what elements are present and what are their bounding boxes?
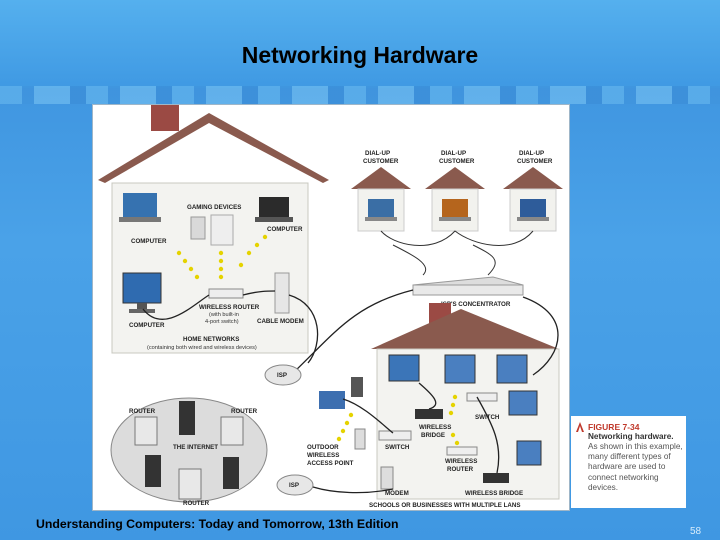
modem: [380, 466, 394, 490]
dialup-laptop-3: [520, 199, 546, 217]
server-top: [179, 401, 195, 435]
router-label-c: ROUTER: [183, 500, 210, 507]
outdoor-access-point: [354, 428, 366, 450]
network-diagram: DIAL-UP CUSTOMER DIAL-UP CUSTOMER DIAL-U…: [98, 105, 563, 509]
home-roof: [98, 113, 329, 183]
gaming-device-2: [210, 214, 234, 246]
wireless-bridge-label-b: WIRELESS BRIDGE: [465, 490, 523, 497]
phone-line-to-concentrator: [392, 244, 496, 276]
network-diagram-figure: DIAL-UP CUSTOMER DIAL-UP CUSTOMER DIAL-U…: [92, 104, 570, 511]
slide-title: Networking Hardware: [241, 42, 479, 68]
figure-title: Networking hardware.: [588, 432, 674, 441]
cable-concentrator-isp: [292, 289, 414, 374]
wireless-router-label-b2: ROUTER: [447, 466, 474, 473]
dialup-house-3: [503, 167, 563, 232]
cable-modem: [274, 272, 290, 314]
wireless-bridge-a: [415, 409, 443, 419]
dialup-laptop-2: [442, 199, 468, 217]
isp-bubble-b: [276, 474, 314, 496]
figure-caption: FIGURE 7-34 Networking hardware. As show…: [571, 416, 686, 508]
dialup-laptop-1: [368, 199, 394, 217]
server-right: [223, 457, 239, 489]
pda: [351, 377, 363, 397]
isp-label-b: ISP: [289, 482, 299, 489]
dialup-label-3b: CUSTOMER: [517, 158, 553, 165]
cable-modem-label: CABLE MODEM: [257, 318, 304, 325]
wireless-signal-school: [448, 394, 460, 446]
outdoor-ap-label-b: WIRELESS: [307, 452, 339, 459]
isp-bubble-a: [264, 364, 302, 386]
caption-marker-icon: [576, 422, 584, 432]
wireless-router-note-a: (with built-in: [209, 312, 239, 318]
school-monitor-2: [444, 354, 476, 384]
switch-label-a: SWITCH: [385, 444, 410, 451]
dialup-label-1b: CUSTOMER: [363, 158, 399, 165]
home-laptop-2: [255, 197, 293, 222]
isp-concentrator-label: ISP'S CONCENTRATOR: [441, 301, 511, 308]
switch-b: [466, 392, 498, 402]
outdoor-laptop: [319, 391, 345, 409]
isp-label-a: ISP: [277, 372, 287, 379]
school-roof: [371, 309, 559, 349]
computer-label-b: COMPUTER: [129, 322, 165, 329]
home-chimney: [151, 105, 179, 131]
router-b: [220, 416, 244, 446]
home-networks-label: HOME NETWORKS: [183, 336, 239, 343]
gaming-device-1: [190, 216, 206, 240]
router-a: [134, 416, 158, 446]
dialup-house-1: [351, 167, 411, 232]
computer-label-c: COMPUTER: [267, 226, 303, 233]
figure-text: As shown in this example, many different…: [588, 442, 683, 492]
modem-label: MODEM: [385, 490, 409, 497]
wireless-router-label-b1: WIRELESS: [445, 458, 477, 465]
the-internet-label: THE INTERNET: [173, 444, 218, 451]
home-desktop-monitor: [122, 272, 162, 313]
home-networks-note: (containing both wired and wireless devi…: [147, 345, 257, 351]
school-monitor-3: [496, 354, 528, 384]
school-monitor-1: [388, 354, 420, 382]
slide-footer: Understanding Computers: Today and Tomor…: [36, 517, 399, 531]
router-c: [178, 468, 202, 500]
wireless-signal-outdoor: [336, 412, 354, 442]
school-monitor-4: [508, 390, 538, 416]
switch-a: [378, 430, 412, 441]
cable-home: [142, 290, 319, 364]
dialup-label-2a: DIAL-UP: [441, 150, 466, 157]
title-band: [0, 0, 720, 88]
wireless-bridge-b: [483, 473, 509, 483]
router-label-b: ROUTER: [231, 408, 258, 415]
gaming-devices-label: GAMING DEVICES: [187, 204, 241, 211]
schools-label: SCHOOLS OR BUSINESSES WITH MULTIPLE LANS: [369, 502, 520, 509]
decorative-stripe: [0, 86, 720, 104]
router-label-a: ROUTER: [129, 408, 156, 415]
wireless-signal-home: [176, 234, 268, 280]
figure-number: FIGURE 7-34: [588, 422, 640, 432]
school-monitor-5: [516, 440, 542, 466]
isp-concentrator: [412, 276, 524, 296]
dialup-label-1a: DIAL-UP: [365, 150, 390, 157]
phone-line: [380, 230, 534, 246]
dialup-label-3a: DIAL-UP: [519, 150, 544, 157]
dialup-label-2b: CUSTOMER: [439, 158, 475, 165]
outdoor-ap-label-a: OUTDOOR: [307, 444, 339, 451]
computer-label-a: COMPUTER: [131, 238, 167, 245]
outdoor-ap-label-c: ACCESS POINT: [307, 460, 354, 467]
home-laptop-1: [119, 193, 161, 222]
wireless-bridge-label-a2: BRIDGE: [421, 432, 445, 439]
wireless-router-note-b: 4-port switch): [205, 319, 239, 325]
page-number: 58: [690, 526, 702, 537]
dialup-house-2: [425, 167, 485, 232]
wireless-router-label: WIRELESS ROUTER: [199, 304, 260, 311]
cable-school: [312, 296, 559, 494]
wireless-bridge-label-a1: WIRELESS: [419, 424, 451, 431]
wireless-router-b: [446, 446, 478, 456]
wireless-router: [208, 288, 244, 299]
server-left: [145, 455, 161, 487]
